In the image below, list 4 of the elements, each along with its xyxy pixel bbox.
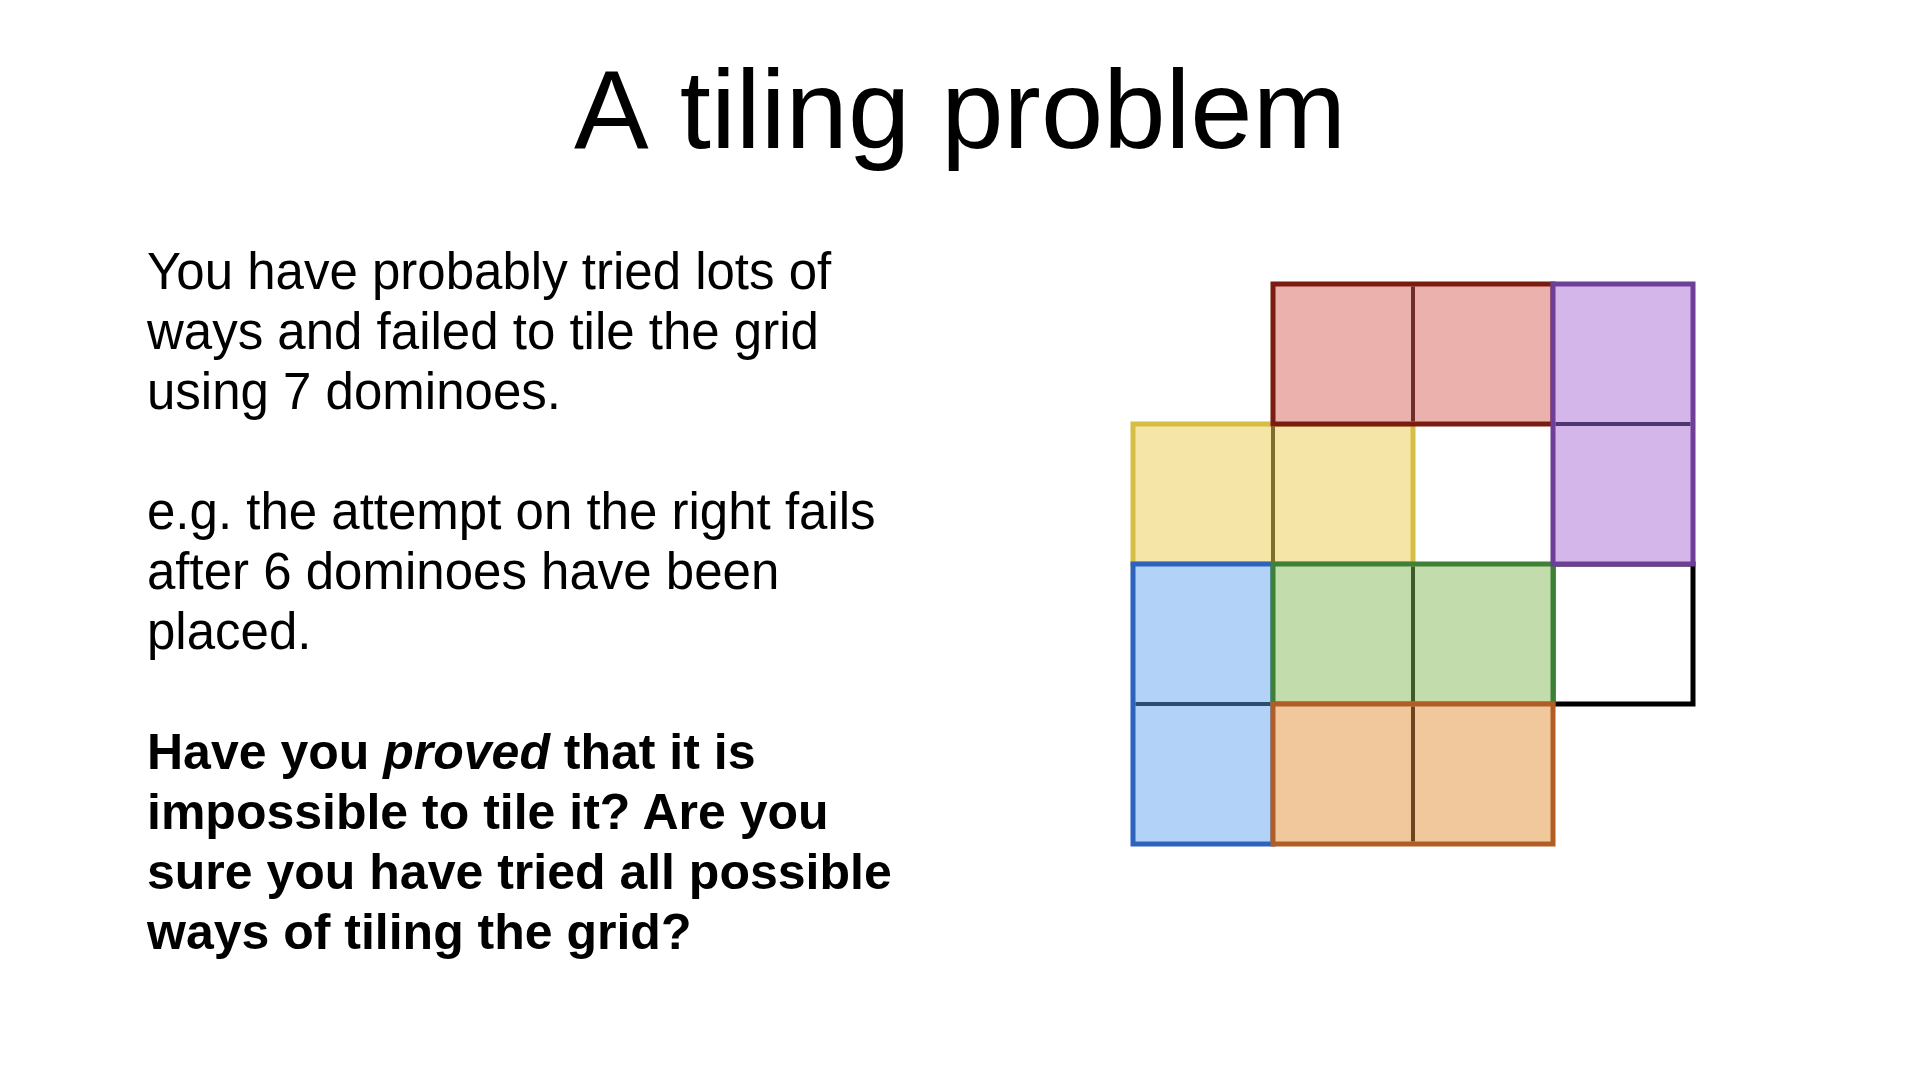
body-paragraph: e.g. the attempt on the right fails after 6 dominoes have been placed. (147, 482, 877, 662)
question-paragraph: Have you proved that it is impossible to tile it? Are you sure you have tried all possible ways of tiling the grid? (147, 723, 893, 962)
body-paragraph: You have probably tried lots of ways and failed to tile the grid using 7 dominoes. (147, 242, 833, 422)
slide-title: A tiling problem (574, 46, 1346, 174)
